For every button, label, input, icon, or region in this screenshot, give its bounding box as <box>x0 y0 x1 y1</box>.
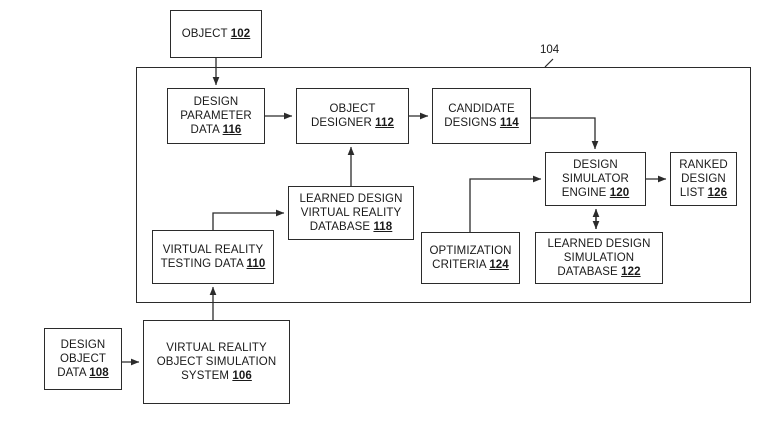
container-reference-numeral: 104 <box>540 44 560 56</box>
reference-numeral: 116 <box>222 124 242 136</box>
design-system-boundary <box>136 67 751 303</box>
reference-numeral: 114 <box>499 117 519 129</box>
leader-line-container-ref <box>544 58 554 68</box>
reference-numeral: 122 <box>621 266 641 278</box>
reference-numeral: 102 <box>230 27 251 40</box>
reference-numeral: 120 <box>609 187 630 199</box>
reference-numeral: 126 <box>707 187 728 199</box>
reference-numeral: 106 <box>232 370 252 382</box>
reference-numeral: 118 <box>373 221 393 233</box>
reference-numeral: 108 <box>89 367 109 379</box>
reference-numeral: 124 <box>489 259 509 271</box>
reference-numeral: 110 <box>246 258 266 270</box>
object-block: OBJECT 102 <box>170 10 262 58</box>
object-block-label: OBJECT 102 <box>181 27 251 40</box>
reference-numeral: 112 <box>375 117 395 129</box>
